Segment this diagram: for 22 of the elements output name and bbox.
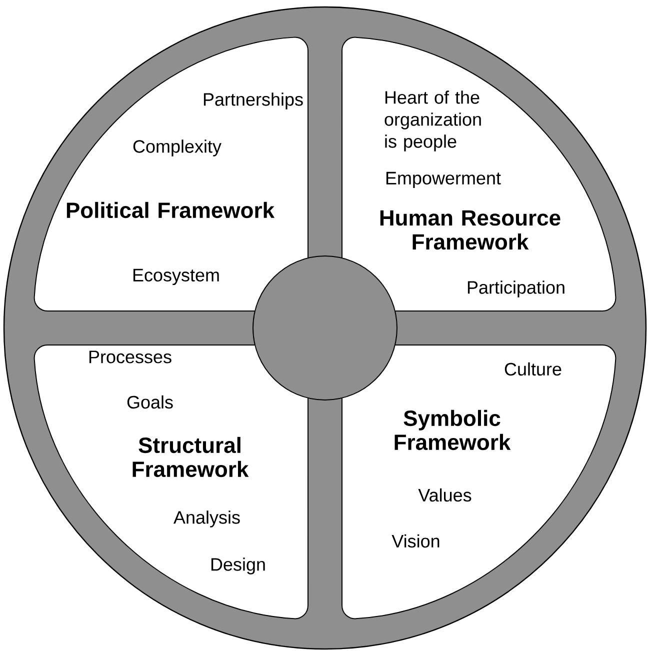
keyword-text: Goals xyxy=(127,395,173,409)
keyword-text: Ecosystem xyxy=(133,268,219,286)
keyword-text: Participation xyxy=(468,280,564,298)
keyword-text: Heart of the organization is people xyxy=(384,90,481,152)
quadrant-panel xyxy=(342,36,616,312)
quadrant-panel xyxy=(34,36,308,312)
heading-text: Political Framework xyxy=(66,202,275,218)
hub-circle xyxy=(252,256,398,400)
heading-text: Symbolic Framework xyxy=(394,410,511,450)
keyword-text: Culture xyxy=(504,362,562,376)
keyword-text: Processes xyxy=(89,350,172,364)
keyword-text: Complexity xyxy=(133,140,222,156)
keyword-text: Empowerment xyxy=(386,172,501,188)
heading-text: Structural Framework xyxy=(132,436,249,478)
heading-text: Human Resource Framework xyxy=(380,210,560,250)
keyword-text: Design xyxy=(211,558,265,574)
keyword-text: Analysis xyxy=(174,510,240,528)
quadrant-panel xyxy=(34,344,308,620)
quadrant-panel xyxy=(342,344,616,620)
keyword-text: Values xyxy=(418,488,472,502)
keyword-text: Vision xyxy=(392,534,440,548)
keyword-text: Partnerships xyxy=(204,92,303,110)
